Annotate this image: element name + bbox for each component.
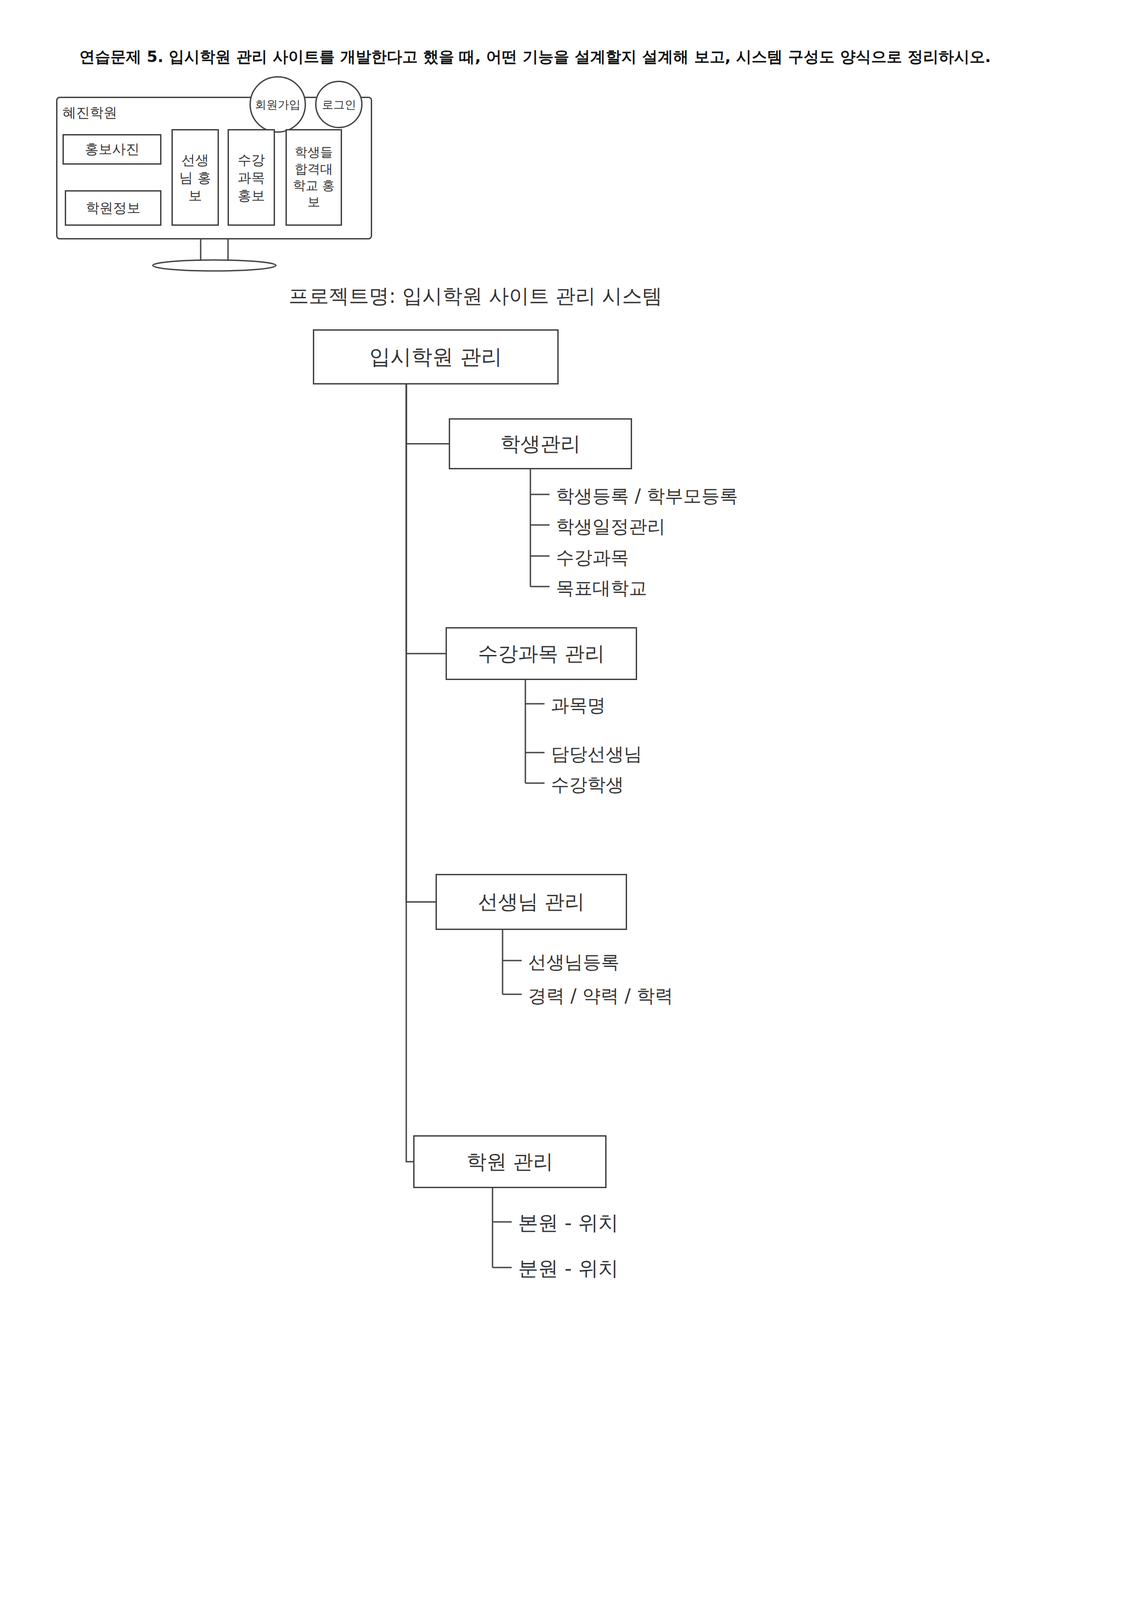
tree-connector xyxy=(406,384,446,654)
monitor-neck xyxy=(200,239,229,261)
tree-item: 담당선생님 xyxy=(550,741,643,767)
root-box: 입시학원 관리 xyxy=(312,329,559,385)
tree-item: 분원 - 위치 xyxy=(518,1255,619,1282)
content-box: 선생님 홍보 xyxy=(171,129,219,226)
monitor-base xyxy=(152,259,276,271)
tree-bracket xyxy=(530,469,550,587)
tree-item: 수강학생 xyxy=(550,772,624,798)
tree-connector xyxy=(406,384,449,444)
node-text: 로그인 xyxy=(321,97,357,113)
tree-connector xyxy=(406,384,436,903)
tree-item: 과목명 xyxy=(550,692,606,718)
tree-item: 경력 / 약력 / 학력 xyxy=(528,983,674,1009)
tree-bracket xyxy=(525,679,545,784)
node-text: 홍보사진 xyxy=(84,140,140,159)
tree-item: 본원 - 위치 xyxy=(518,1209,619,1237)
node-text: 학원 관리 xyxy=(466,1148,554,1176)
monitor-screen: 혜진학원 회원가입 로그인홍보사진학원정보 선생님 홍보 수강과목 홍보 학생들 합격대학… xyxy=(56,96,373,240)
tree-connector xyxy=(406,384,414,1162)
content-box: 학생들 합격대학교 홍보 xyxy=(285,129,343,226)
category-box: 학원 관리 xyxy=(413,1135,607,1189)
node-text: 수강과목 홍보 xyxy=(232,150,270,205)
node-text: 입시학원 관리 xyxy=(369,342,503,372)
login-circle: 로그인 xyxy=(315,80,363,129)
login-circle: 회원가입 xyxy=(249,76,307,133)
node-text: 선생님 관리 xyxy=(477,888,585,916)
node-text: 학생관리 xyxy=(500,430,581,458)
project-name: 프로젝트명: 입시학원 사이트 관리 시스템 xyxy=(288,282,663,310)
tree-item: 수강과목 xyxy=(555,544,629,571)
page-title: 연습문제 5. 입시학원 관리 사이트를 개발한다고 했을 때, 어떤 기능을 … xyxy=(79,46,1115,68)
node-text: 회원가입 xyxy=(254,97,301,113)
tree-item: 목표대학교 xyxy=(555,575,648,601)
tree-bracket xyxy=(492,1188,512,1268)
tree-item: 학생등록 / 학부모등록 xyxy=(555,483,738,509)
node-text: 학생들 합격대학교 홍보 xyxy=(290,144,338,211)
tree-item: 선생님등록 xyxy=(528,949,620,975)
node-text: 수강과목 관리 xyxy=(477,640,605,668)
category-box: 학생관리 xyxy=(448,418,633,470)
content-box: 홍보사진 xyxy=(62,134,162,165)
screen-heading: 혜진학원 xyxy=(62,103,118,123)
category-box: 수강과목 관리 xyxy=(445,627,638,680)
node-text: 선생님 홍보 xyxy=(176,150,214,205)
content-box: 학원정보 xyxy=(64,190,162,226)
tree-item: 학생일정관리 xyxy=(555,513,666,540)
content-box: 수강과목 홍보 xyxy=(227,129,275,226)
tree-bracket xyxy=(502,929,522,995)
node-text: 학원정보 xyxy=(85,198,141,218)
category-box: 선생님 관리 xyxy=(435,873,628,930)
